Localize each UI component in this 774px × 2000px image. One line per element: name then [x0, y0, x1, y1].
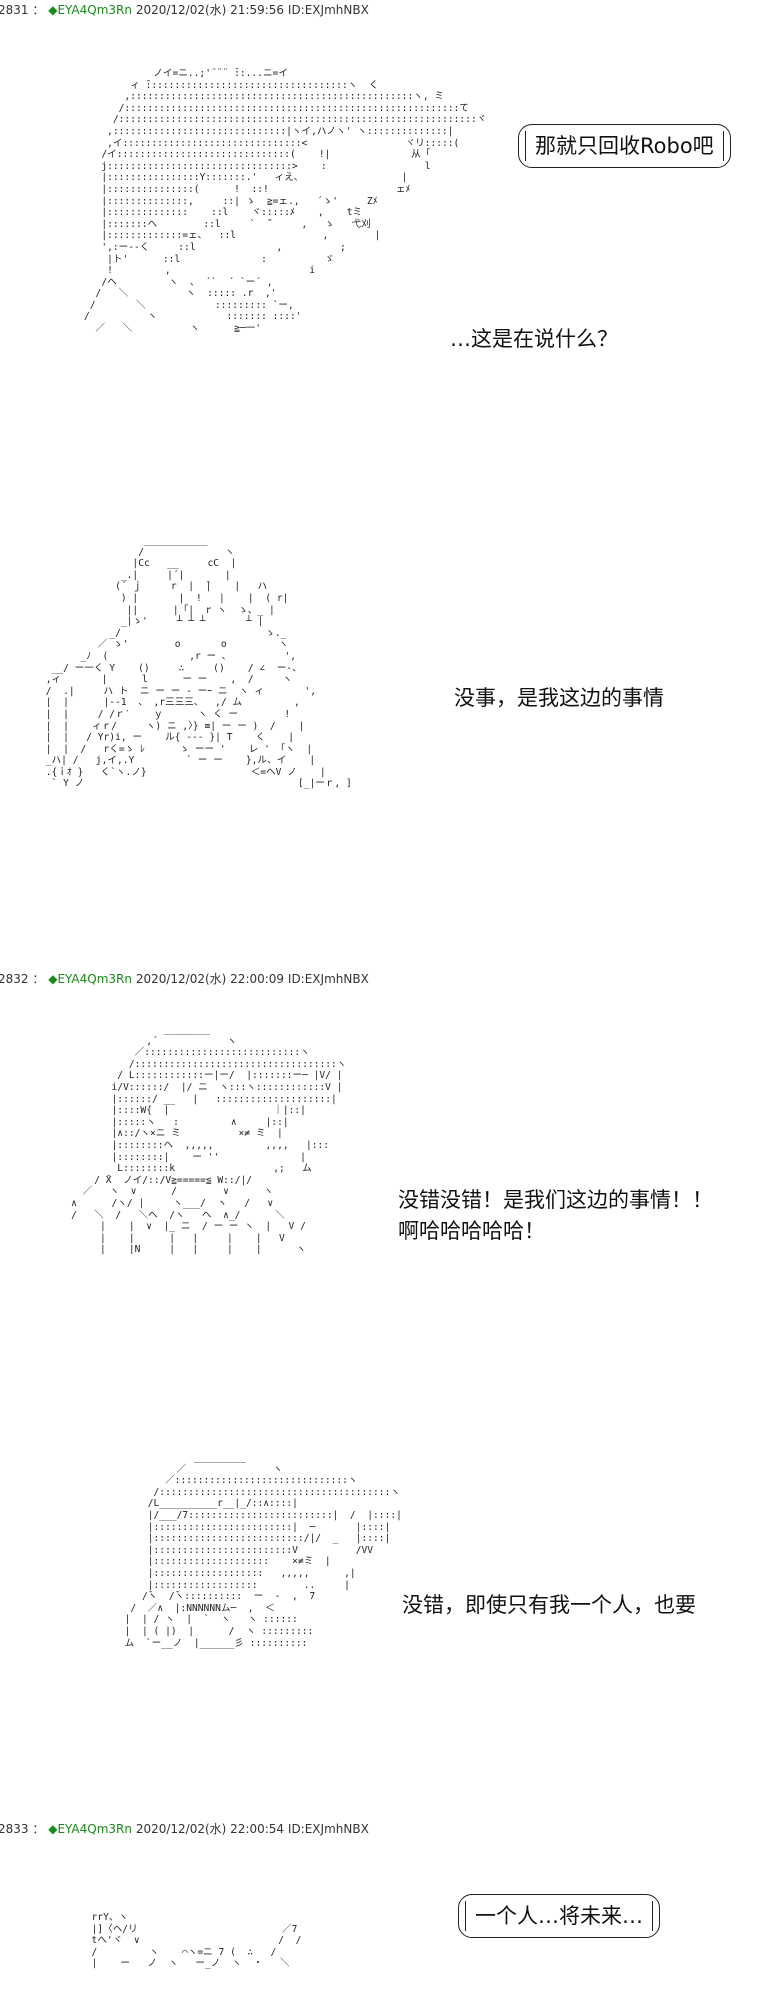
post-datetime: 2020/12/02(水) 21:59:56	[135, 3, 285, 17]
post-separator: ：	[32, 972, 45, 986]
speech-bubble: 一个人…将未来…	[458, 1894, 660, 1938]
trip-diamond-icon: ◆	[48, 972, 58, 986]
post-header: 2832 ： ◆EYA4Qm3Rn 2020/12/02(水) 22:00:09…	[0, 969, 369, 989]
post-number: 2831	[0, 3, 29, 17]
post-id[interactable]: ID:EXJmhNBX	[287, 1822, 369, 1836]
post-number: 2832	[0, 972, 29, 986]
trip-diamond-icon: ◆	[48, 1822, 58, 1836]
post-header: 2833 ： ◆EYA4Qm3Rn 2020/12/02(水) 22:00:54…	[0, 1819, 369, 1839]
post-datetime: 2020/12/02(水) 22:00:09	[135, 972, 285, 986]
dialogue-line: …这是在说什么？	[450, 327, 618, 351]
ascii-art-determined-character: _________ ／ ヽ ／:::::::::::::::::::::::::…	[124, 1452, 402, 1649]
poster-name[interactable]: EYA4Qm3Rn	[57, 1822, 132, 1836]
post-separator: ：	[32, 3, 45, 17]
poster-name[interactable]: EYA4Qm3Rn	[57, 3, 132, 17]
dialogue-line: 没错没错！是我们这边的事情！！	[398, 1188, 713, 1212]
post-id[interactable]: ID:EXJmhNBX	[287, 972, 369, 986]
dialogue-line: 没错，即使只有我一个人，也要	[402, 1593, 696, 1617]
trip-diamond-icon: ◆	[48, 3, 58, 17]
poster-name[interactable]: EYA4Qm3Rn	[57, 972, 132, 986]
post-number: 2833	[0, 1822, 29, 1836]
post-header: 2831 ： ◆EYA4Qm3Rn 2020/12/02(水) 21:59:56…	[0, 0, 369, 20]
ascii-art-robot: ___________ / ヽ |Cc __ cC | _.| |´| | (´…	[45, 535, 352, 790]
post-id[interactable]: ID:EXJmhNBX	[287, 3, 369, 17]
ascii-art-bearded-man: ノイ=ニ..;'¨¨¨ ̄::...ニ=イ ィ ̄:::::::::::::::…	[84, 68, 487, 335]
dialogue-line: 那就只回收Robo吧	[535, 134, 714, 158]
speech-bubble: 那就只回收Robo吧	[518, 124, 731, 168]
ascii-art-partial-scene: rrY、ヽ |]〈ヘ/リ ／7 tへ'ヾ ∨ / / / ヽ ⌒ヽ=ニ 7 ( …	[91, 1912, 302, 1970]
post-datetime: 2020/12/02(水) 22:00:54	[135, 1822, 285, 1836]
post-separator: ：	[32, 1822, 45, 1836]
dialogue-line: 没事，是我这边的事情	[454, 686, 664, 710]
ascii-art-laughing-character: ________ ,´ ヽ ／:::::::::::::::::::::::::…	[71, 1024, 347, 1256]
dialogue-line: 啊哈哈哈哈哈！	[398, 1219, 545, 1243]
dialogue-line: 一个人…将未来…	[475, 1904, 643, 1928]
